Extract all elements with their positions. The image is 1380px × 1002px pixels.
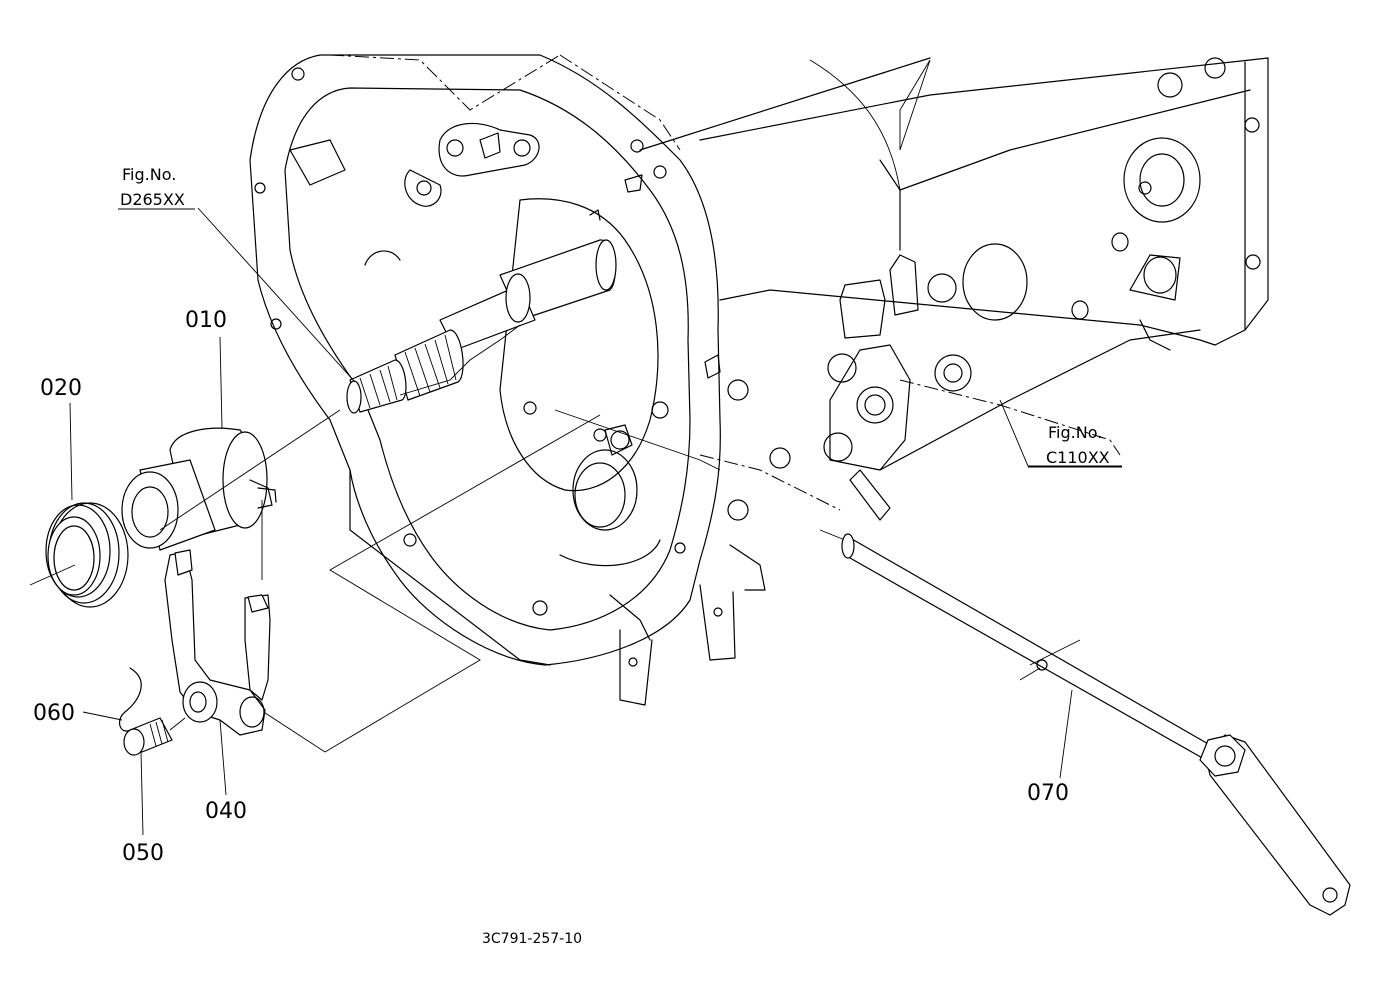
release-shaft-070 <box>841 533 1351 916</box>
drawing-code: 3C791-257-10 <box>482 931 582 947</box>
part-070-label: 070 <box>1027 781 1069 806</box>
ref-c110-line2: C110XX <box>1046 448 1110 467</box>
release-fork-040 <box>164 500 271 736</box>
part-010-label: 010 <box>185 308 227 333</box>
ref-d265-line1: Fig.No. <box>122 165 176 184</box>
leader-lines <box>69 207 1122 836</box>
part-050-label: 050 <box>122 841 164 866</box>
ref-d265-line2: D265XX <box>120 190 185 209</box>
figure-references: Fig.No. D265XX Fig.No. C110XX <box>118 165 1122 468</box>
transmission-housing <box>639 57 1269 521</box>
part-020-label: 020 <box>40 376 82 401</box>
bolt-050 <box>123 717 186 756</box>
part-040-label: 040 <box>205 799 247 824</box>
part-060-label: 060 <box>33 701 75 726</box>
ref-c110-line1: Fig.No. <box>1048 423 1102 442</box>
clutch-housing <box>249 54 791 706</box>
oil-seal-020 <box>29 502 129 608</box>
input-shaft <box>346 239 617 414</box>
spring-pin-060 <box>118 667 142 732</box>
centerlines <box>229 54 846 753</box>
release-bearing-010 <box>121 409 341 551</box>
part-labels: 010 020 040 050 060 070 <box>33 308 1069 866</box>
